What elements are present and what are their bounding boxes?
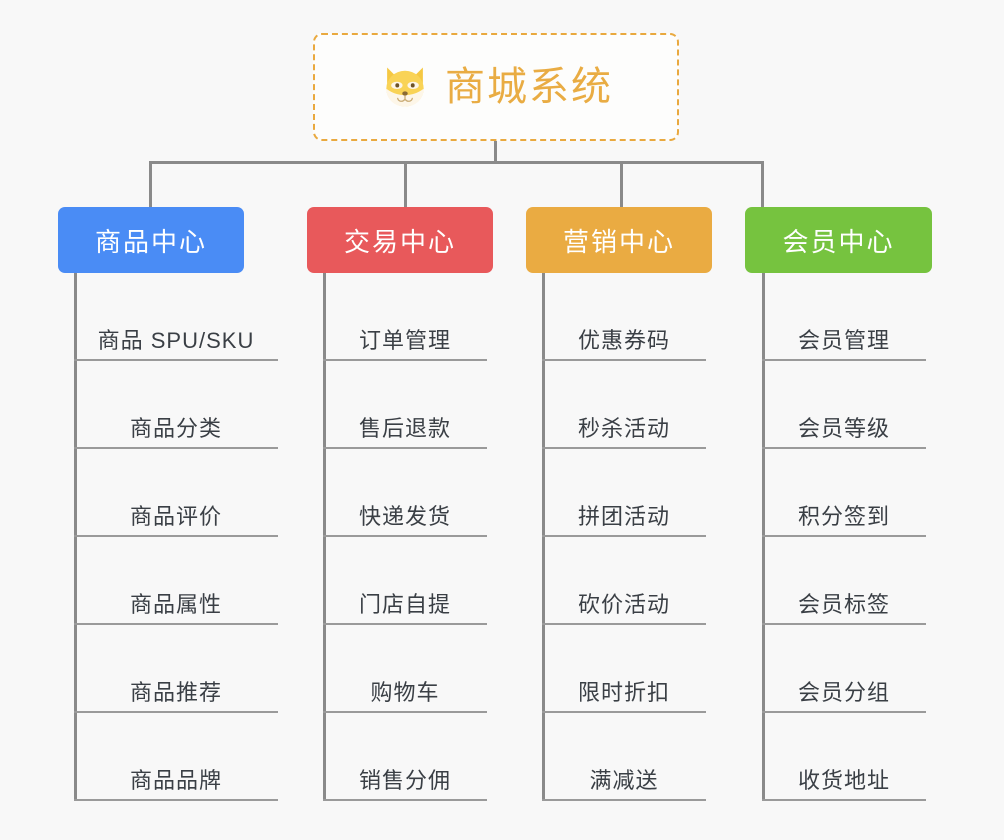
leaf-item[interactable]: 限时折扣 bbox=[542, 625, 706, 713]
leaf-label: 门店自提 bbox=[358, 591, 451, 617]
branch-trunk-3 bbox=[542, 273, 545, 801]
leaf-label: 满减送 bbox=[589, 767, 659, 793]
leaf-label: 积分签到 bbox=[797, 503, 890, 529]
leaf-label: 会员标签 bbox=[797, 591, 890, 617]
leaf-item[interactable]: 门店自提 bbox=[323, 537, 487, 625]
leaf-item[interactable]: 商品评价 bbox=[74, 449, 278, 537]
leaf-label: 购物车 bbox=[370, 679, 440, 705]
category-label: 营销中心 bbox=[562, 226, 675, 257]
leaf-item[interactable]: 会员分组 bbox=[762, 625, 926, 713]
leaf-item[interactable]: 优惠券码 bbox=[542, 273, 706, 361]
category-box-3[interactable]: 营销中心 bbox=[526, 207, 712, 273]
leaf-item[interactable]: 拼团活动 bbox=[542, 449, 706, 537]
connector-drop-3 bbox=[620, 161, 623, 208]
leaf-label: 会员等级 bbox=[797, 415, 890, 441]
leaf-label: 砍价活动 bbox=[577, 591, 670, 617]
category-label: 交易中心 bbox=[343, 226, 456, 257]
leaf-label: 会员管理 bbox=[797, 327, 890, 353]
leaf-label: 限时折扣 bbox=[577, 679, 670, 705]
connector-drop-1 bbox=[149, 161, 152, 208]
leaf-label: 商品属性 bbox=[129, 591, 222, 617]
leaf-label: 拼团活动 bbox=[577, 503, 670, 529]
leaf-item[interactable]: 会员标签 bbox=[762, 537, 926, 625]
leaf-label: 商品 SPU/SKU bbox=[97, 327, 255, 353]
branch-trunk-4 bbox=[762, 273, 765, 801]
leaf-label: 收货地址 bbox=[797, 767, 890, 793]
category-label: 商品中心 bbox=[94, 226, 207, 257]
leaf-item[interactable]: 满减送 bbox=[542, 713, 706, 801]
leaf-item[interactable]: 积分签到 bbox=[762, 449, 926, 537]
leaf-item[interactable]: 快递发货 bbox=[323, 449, 487, 537]
branch-trunk-2 bbox=[323, 273, 326, 801]
root-title: 商城系统 bbox=[445, 65, 613, 109]
root-node[interactable]: 商城系统 bbox=[313, 33, 679, 141]
leaf-label: 会员分组 bbox=[797, 679, 890, 705]
category-box-2[interactable]: 交易中心 bbox=[307, 207, 493, 273]
leaf-label: 快递发货 bbox=[358, 503, 451, 529]
leaf-label: 商品品牌 bbox=[129, 767, 222, 793]
leaf-item[interactable]: 商品品牌 bbox=[74, 713, 278, 801]
leaf-label: 订单管理 bbox=[358, 327, 451, 353]
category-label: 会员中心 bbox=[782, 226, 895, 257]
shiba-dog-icon bbox=[379, 61, 431, 113]
leaf-label: 商品分类 bbox=[129, 415, 222, 441]
connector-root-stem bbox=[494, 141, 497, 164]
leaf-label: 售后退款 bbox=[358, 415, 451, 441]
leaf-item[interactable]: 售后退款 bbox=[323, 361, 487, 449]
leaf-item[interactable]: 砍价活动 bbox=[542, 537, 706, 625]
leaf-item[interactable]: 销售分佣 bbox=[323, 713, 487, 801]
leaf-label: 秒杀活动 bbox=[577, 415, 670, 441]
leaf-item[interactable]: 购物车 bbox=[323, 625, 487, 713]
leaf-item[interactable]: 商品 SPU/SKU bbox=[74, 273, 278, 361]
connector-horizontal-bus bbox=[150, 161, 763, 164]
leaf-item[interactable]: 会员管理 bbox=[762, 273, 926, 361]
category-box-4[interactable]: 会员中心 bbox=[745, 207, 932, 273]
connector-drop-2 bbox=[404, 161, 407, 208]
leaf-label: 商品评价 bbox=[129, 503, 222, 529]
leaf-label: 优惠券码 bbox=[577, 327, 670, 353]
leaf-label: 销售分佣 bbox=[358, 767, 451, 793]
leaf-item[interactable]: 秒杀活动 bbox=[542, 361, 706, 449]
leaf-item[interactable]: 会员等级 bbox=[762, 361, 926, 449]
leaf-item[interactable]: 商品推荐 bbox=[74, 625, 278, 713]
connector-drop-4 bbox=[761, 161, 764, 208]
leaf-item[interactable]: 订单管理 bbox=[323, 273, 487, 361]
leaf-item[interactable]: 商品分类 bbox=[74, 361, 278, 449]
category-box-1[interactable]: 商品中心 bbox=[58, 207, 244, 273]
leaf-item[interactable]: 收货地址 bbox=[762, 713, 926, 801]
leaf-label: 商品推荐 bbox=[129, 679, 222, 705]
branch-trunk-1 bbox=[74, 273, 77, 801]
leaf-item[interactable]: 商品属性 bbox=[74, 537, 278, 625]
